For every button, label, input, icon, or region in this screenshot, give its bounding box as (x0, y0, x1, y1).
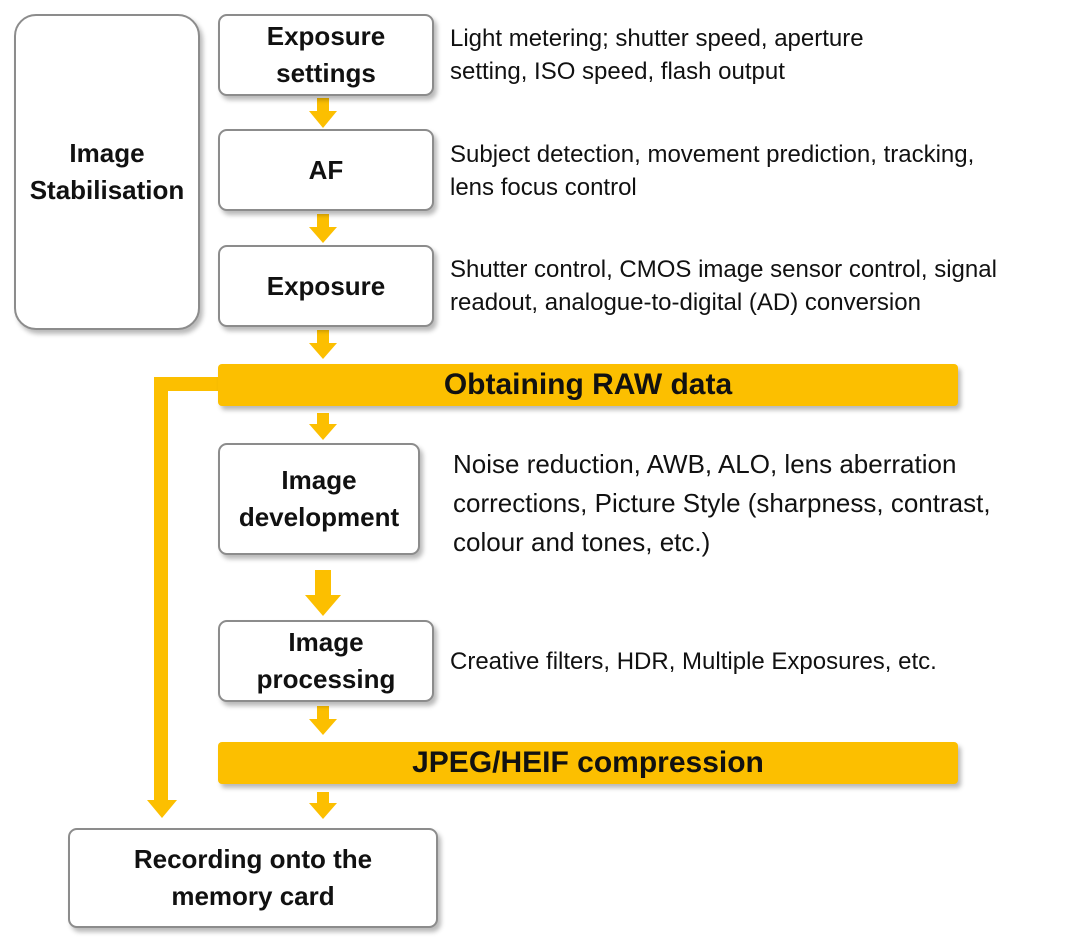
arrow-af-to-exposure (309, 214, 337, 243)
desc-line: corrections, Picture Style (sharpness, c… (453, 488, 991, 518)
development-line2: development (238, 502, 400, 532)
desc-line: setting, ISO speed, flash output (450, 58, 785, 85)
af-description: Subject detection, movement prediction, … (450, 138, 974, 204)
raw-bypass-arrow (147, 377, 220, 818)
image-stabilisation-box: Image Stabilisation (14, 14, 200, 330)
development-line1: Image (281, 465, 357, 495)
image-development-box: Image development (218, 443, 420, 555)
exposure-box: Exposure (218, 245, 434, 327)
af-label: AF (308, 154, 344, 185)
jpeg-heif-compression-bar: JPEG/HEIF compression (218, 742, 958, 784)
arrow-development-to-processing (305, 570, 341, 616)
desc-line: colour and tones, etc.) (453, 527, 711, 557)
arrow-processing-to-compression (309, 706, 337, 735)
exposure-settings-box: Exposure settings (218, 14, 434, 96)
desc-line: Subject detection, movement prediction, … (450, 141, 975, 168)
development-description: Noise reduction, AWB, ALO, lens aberrati… (453, 445, 991, 562)
compression-bar-label: JPEG/HEIF compression (412, 746, 764, 779)
stabilisation-line1: Image (69, 138, 145, 168)
arrow-settings-to-af (309, 98, 337, 128)
processing-line2: processing (256, 664, 396, 694)
stabilisation-line2: Stabilisation (29, 175, 185, 205)
recording-box: Recording onto the memory card (68, 828, 438, 928)
af-box: AF (218, 129, 434, 211)
desc-line: Light metering; shutter speed, aperture (450, 25, 864, 52)
desc-line: lens focus control (450, 174, 637, 201)
exposure-settings-description: Light metering; shutter speed, aperture … (450, 22, 864, 88)
recording-line2: memory card (171, 881, 335, 911)
arrow-raw-to-development (309, 413, 337, 440)
arrow-exposure-to-raw (309, 330, 337, 359)
exposure-label: Exposure (266, 270, 386, 301)
recording-line1: Recording onto the (133, 844, 373, 874)
desc-line: Shutter control, CMOS image sensor contr… (450, 256, 997, 283)
processing-line1: Image (288, 627, 364, 657)
obtaining-raw-data-bar: Obtaining RAW data (218, 364, 958, 406)
image-processing-box: Image processing (218, 620, 434, 702)
exposure-description: Shutter control, CMOS image sensor contr… (450, 253, 997, 319)
exposure-settings-line2: settings (276, 58, 376, 88)
desc-line: readout, analogue-to-digital (AD) conver… (450, 289, 921, 316)
exposure-settings-line1: Exposure (266, 21, 386, 51)
arrow-compression-to-recording (309, 792, 337, 819)
desc-line: Creative filters, HDR, Multiple Exposure… (450, 648, 937, 675)
desc-line: Noise reduction, AWB, ALO, lens aberrati… (453, 449, 957, 479)
raw-bar-label: Obtaining RAW data (443, 368, 733, 401)
processing-description: Creative filters, HDR, Multiple Exposure… (450, 645, 937, 678)
